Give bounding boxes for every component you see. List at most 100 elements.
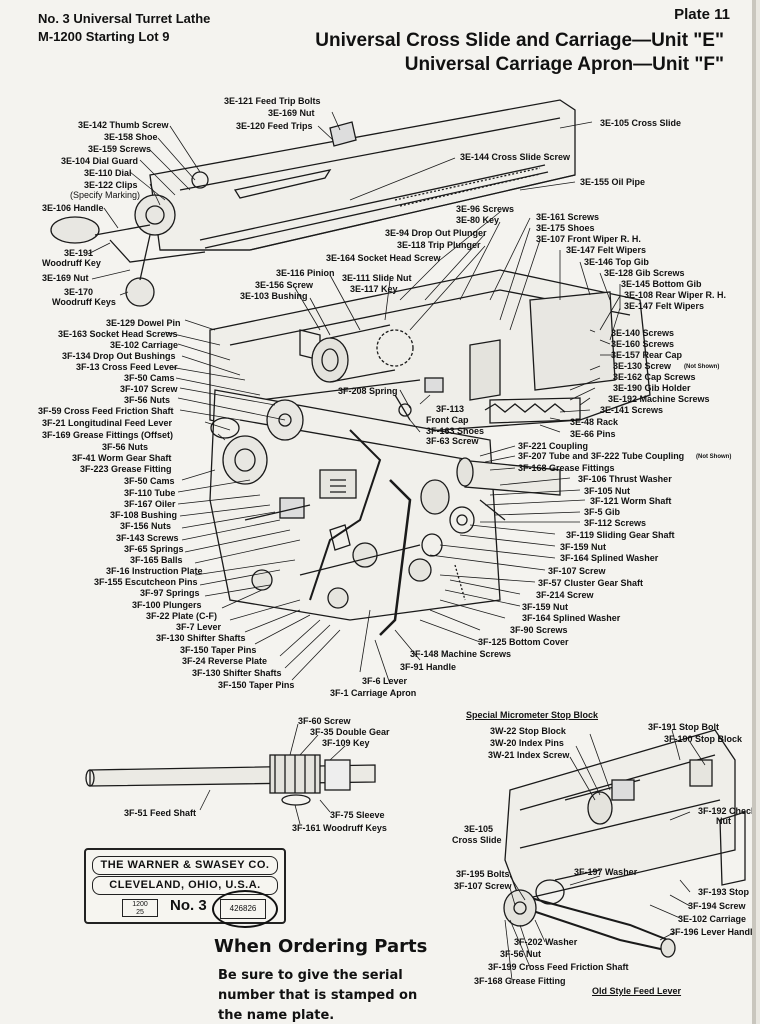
label-oiler: 3F-167 Oiler [124, 499, 176, 509]
label-slide-nut: 3E-111 Slide Nut [342, 273, 412, 283]
label-gib-screws: 3E-128 Gib Screws [604, 268, 685, 278]
label-f190-stop-block: 3F-190 Stop Block [664, 734, 743, 744]
label-worm-shaft: 3F-121 Worm Shaft [590, 496, 672, 506]
label-e105: 3E-105 [464, 824, 494, 834]
label-e130-screw: 3E-130 Screw [613, 361, 672, 371]
label-feed-trip-bolts: 3E-121 Feed Trip Bolts [224, 96, 321, 106]
label-e160-screws: 3E-160 Screws [611, 339, 675, 349]
label-splined-washer-1: 3F-164 Splined Washer [560, 553, 659, 563]
ordering-line-1: Be sure to give the serial [218, 968, 403, 983]
label-oil-pipe: 3E-155 Oil Pipe [580, 177, 646, 187]
label-f193-stop: 3F-193 Stop [698, 887, 750, 897]
ordering-instructions: Be sure to give the serial number that i… [218, 966, 417, 1024]
label-front-cap: Front Cap [426, 415, 469, 425]
label-bushing: 3E-103 Bushing [240, 291, 308, 301]
label-f50-cams-2: 3F-50 Cams [124, 476, 175, 486]
label-front-wiper: 3E-107 Front Wiper R. H. [536, 234, 641, 244]
label-dowel-pin: 3E-129 Dowel Pin [106, 318, 181, 328]
nameplate-lot-box: 1200 25 [122, 899, 158, 917]
label-w22-stop-block: 3W-22 Stop Block [490, 726, 566, 736]
label-f113: 3F-113 [436, 404, 465, 414]
label-thumb-screw: 3E-142 Thumb Screw [78, 120, 169, 130]
section-micrometer-stop: Special Micrometer Stop Block [466, 710, 599, 720]
label-f90-screws: 3F-90 Screws [510, 625, 568, 635]
label-drop-out-plunger: 3E-94 Drop Out Plunger [385, 228, 487, 238]
label-e96-screws: 3E-96 Screws [456, 204, 515, 214]
label-plate-c-f: 3F-22 Plate (C-F) [146, 611, 218, 621]
label-carriage: 3E-102 Carriage [110, 340, 179, 350]
label-e80-key: 3E-80 Key [456, 215, 500, 225]
label-f143-screws: 3F-143 Screws [116, 533, 179, 543]
label-bottom-cover: 3F-125 Bottom Cover [478, 637, 569, 647]
label-taper-pins-1: 3F-150 Taper Pins [180, 645, 257, 655]
label-e175-shoes: 3E-175 Shoes [536, 223, 595, 233]
label-f194-screw: 3F-194 Screw [688, 901, 746, 911]
label-gib: 3F-5 Gib [584, 507, 621, 517]
plate-number: Plate 11 [674, 6, 730, 23]
ordering-heading: When Ordering Parts [214, 936, 428, 957]
label-woodruff-keys: Woodruff Keys [52, 297, 116, 307]
label-pins: 3E-66 Pins [570, 429, 616, 439]
label-e170: 3E-170 [64, 287, 94, 297]
label-dial-guard: 3E-104 Dial Guard [61, 156, 139, 166]
label-e191: 3E-191 [64, 248, 94, 258]
label-not-shown-1: (Not Shown) [684, 364, 720, 370]
label-carriage-apron: 3F-1 Carriage Apron [330, 688, 417, 698]
label-longitudinal-feed-lever: 3F-21 Longitudinal Feed Lever [42, 418, 173, 428]
label-f107-screw-1: 3F-107 Screw [120, 384, 178, 394]
nameplate-lot-bottom: 25 [136, 909, 144, 916]
label-cluster-gear-shaft: 3F-57 Cluster Gear Shaft [538, 578, 644, 588]
label-shoe: 3E-158 Shoe [104, 132, 158, 142]
label-springs-f65: 3F-65 Springs [124, 544, 184, 554]
label-f107-screw-2: 3F-107 Screw [548, 566, 606, 576]
label-f168-grease-fitting: 3F-168 Grease Fitting [474, 976, 566, 986]
label-gib-holder: 3E-190 Gib Holder [613, 383, 691, 393]
label-feed-trip-nut: 3E-169 Nut [268, 108, 315, 118]
label-trip-plunger: 3E-118 Trip Plunger [397, 240, 481, 250]
label-f56-nuts-2: 3F-56 Nuts [102, 442, 149, 452]
pinion-drawing [311, 324, 414, 421]
label-dial: 3E-110 Dial [84, 168, 132, 178]
label-splined-washer-2: 3F-164 Splined Washer [522, 613, 621, 623]
label-handle: 3E-106 Handle [42, 203, 104, 213]
label-f7-lever: 3F-7 Lever [176, 622, 222, 632]
machine-model: No. 3 Universal Turret Lathe [38, 11, 211, 26]
label-f159-nut-1: 3F-159 Nut [560, 542, 607, 552]
label-e156-screw: 3E-156 Screw [255, 280, 314, 290]
nameplate-company: THE WARNER & SWASEY CO. [92, 856, 278, 875]
label-balls: 3F-165 Balls [130, 555, 183, 565]
section-old-style-feed-lever: Old Style Feed Lever [592, 986, 682, 996]
label-springs-f97: 3F-97 Springs [140, 588, 200, 598]
label-e141-screws: 3E-141 Screws [600, 405, 664, 415]
label-e102-carriage: 3E-102 Carriage [678, 914, 747, 924]
name-plate: THE WARNER & SWASEY CO. CLEVELAND, OHIO,… [84, 848, 286, 928]
label-rear-wiper: 3E-108 Rear Wiper R. H. [624, 290, 726, 300]
label-spring: 3F-208 Spring [338, 386, 398, 396]
label-f159-nut-2: 3F-159 Nut [522, 602, 569, 612]
label-instruction-plate: 3F-16 Instruction Plate [106, 566, 203, 576]
label-e105-cross-slide: Cross Slide [452, 835, 502, 845]
label-grease-fitting-f223: 3F-223 Grease Fitting [80, 464, 172, 474]
label-check-nut: Nut [716, 816, 731, 826]
nameplate-lot-top: 1200 [132, 901, 148, 908]
label-escutcheon-pins: 3F-155 Escutcheon Pins [94, 577, 198, 587]
label-f161-woodruff-keys: 3F-161 Woodruff Keys [292, 823, 387, 833]
label-plungers: 3F-100 Plungers [132, 600, 202, 610]
label-feed-shaft: 3F-51 Feed Shaft [124, 808, 197, 818]
label-f199-friction-shaft: 3F-199 Cross Feed Friction Shaft [488, 962, 629, 972]
label-index-screw: 3W-21 Index Screw [488, 750, 570, 760]
label-e117-key: 3E-117 Key [350, 284, 398, 294]
label-f107-screw-3: 3F-107 Screw [454, 881, 512, 891]
label-felt-wipers-2: 3E-147 Felt Wipers [624, 301, 704, 311]
label-grease-fittings: 3F-168 Grease Fittings [518, 463, 615, 473]
label-bottom-gib: 3E-145 Bottom Gib [621, 279, 702, 289]
title-unit-e: Universal Cross Slide and Carriage—Unit … [315, 30, 724, 51]
ordering-line-2: number that is stamped on [218, 988, 418, 1003]
leader-lines [87, 111, 706, 981]
label-e159-screws: 3E-159 Screws [88, 144, 152, 154]
label-machine-screws-e192: 3E-192 Machine Screws [608, 394, 710, 404]
label-f6-lever: 3F-6 Lever [362, 676, 408, 686]
label-top-gib: 3E-146 Top Gib [584, 257, 649, 267]
